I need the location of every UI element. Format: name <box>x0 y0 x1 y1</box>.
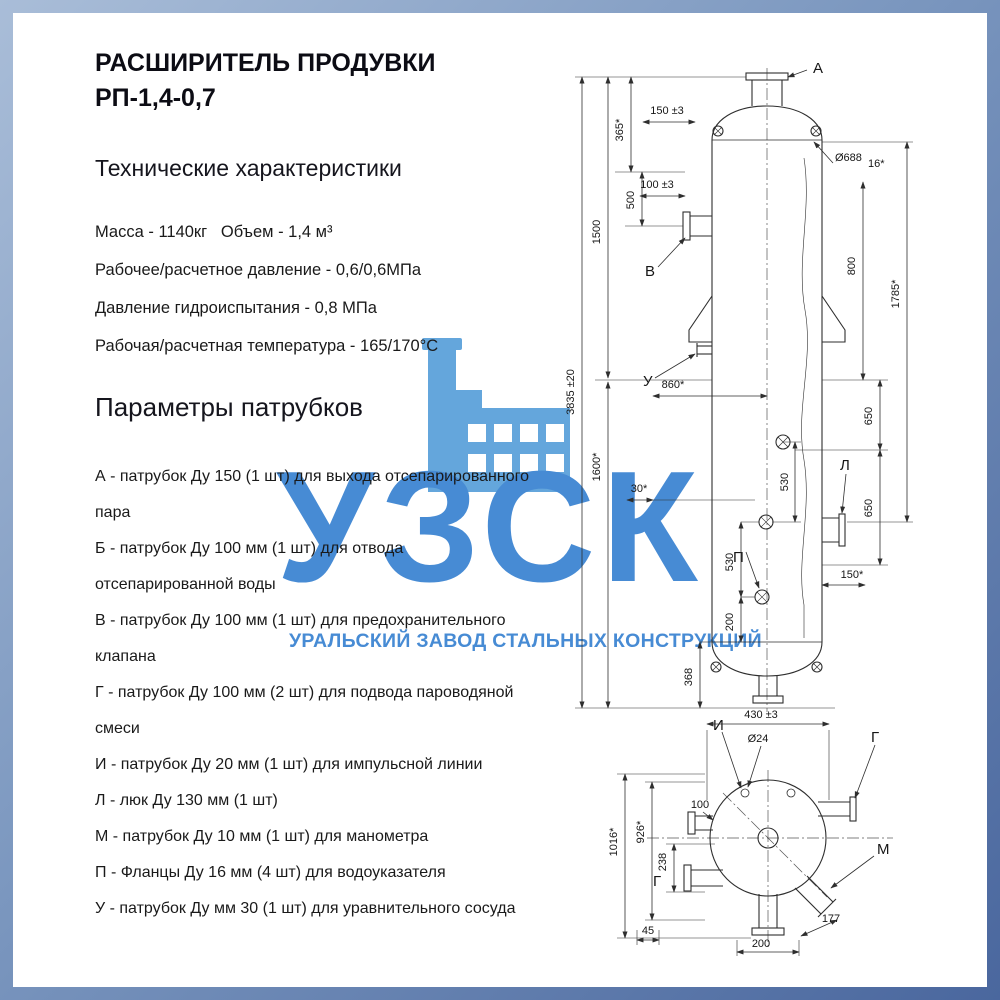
plan-dim-430: 430 ±3 <box>744 709 778 721</box>
nozzle-item-L: Л - люк Ду 130 мм (1 шт) <box>95 792 278 809</box>
nozzle-heading: Параметры патрубков <box>95 392 363 422</box>
dim-650-top: 650 <box>863 407 875 425</box>
manhole-L <box>822 513 846 547</box>
dim-1500: 1500 <box>591 220 603 244</box>
base-bolt-right <box>811 661 823 673</box>
support-lug-right <box>821 295 846 343</box>
plan-dim-926: 926* <box>635 820 647 843</box>
front-label-V: В <box>645 263 655 280</box>
tech-specs: Масса - 1140кг Объем - 1,4 м³ Рабочее/ра… <box>95 222 438 374</box>
base-bolt-left <box>710 661 722 673</box>
plan-nozzle-left-upper <box>687 811 713 835</box>
plan-label-M: М <box>877 841 890 858</box>
dim-860: 860* <box>662 379 685 391</box>
dim-650-bottom: 650 <box>863 499 875 517</box>
bottom-nozzle <box>752 676 784 704</box>
plan-dim-100: 100 <box>691 799 709 811</box>
gauge-flanges-P <box>754 434 791 605</box>
nozzle-list: А - патрубок Ду 150 (1 шт) для выхода от… <box>95 459 535 927</box>
plan-centerline-diag <box>722 792 828 898</box>
dim-200: 200 <box>724 613 736 631</box>
dim-30: 30* <box>631 483 648 495</box>
plan-extension-lines <box>617 730 830 956</box>
nozzle-item-I: И - патрубок Ду 20 мм (1 шт) для импульс… <box>95 756 483 773</box>
plan-view: Г М Г <box>608 709 893 956</box>
plan-nozzle-G-left <box>683 864 723 892</box>
dim-3835: 3835 ±20 <box>565 369 577 415</box>
dim-100: 100 ±3 <box>640 179 674 191</box>
nozzle-item-G: Г - патрубок Ду 100 мм (2 шт) для подвод… <box>95 684 514 737</box>
impulse-hole <box>740 788 750 798</box>
plan-dim-1016: 1016* <box>608 827 620 856</box>
spec-temperature: Рабочая/расчетная температура - 165/170°… <box>95 337 439 355</box>
front-label-U: У <box>643 373 653 390</box>
dim-500: 500 <box>625 191 637 209</box>
rim-hole <box>786 788 796 798</box>
plan-dim-45: 45 <box>642 925 654 937</box>
nozzle-item-U: У - патрубок Ду мм 30 (1 шт) для уравнит… <box>95 900 516 917</box>
plan-label-G-left: Г <box>653 873 661 890</box>
plan-dim-238: 238 <box>657 853 669 871</box>
dim-16: 16* <box>868 158 885 170</box>
plan-nozzle-G-right <box>818 796 857 822</box>
front-label-A: А <box>813 60 823 77</box>
dim-368: 368 <box>683 668 695 686</box>
nozzle-U <box>696 343 712 357</box>
dim-800: 800 <box>846 257 858 275</box>
internal-pipe <box>801 157 808 638</box>
plan-label-I: И <box>713 717 724 734</box>
plan-dim-24: Ø24 <box>748 733 769 745</box>
front-view: А В У <box>565 60 913 712</box>
dim-1600: 1600* <box>591 452 603 481</box>
nozzle-item-V: В - патрубок Ду 100 мм (1 шт) для предох… <box>95 612 506 665</box>
front-label-P: П <box>733 549 744 566</box>
nozzle-item-M: М - патрубок Ду 10 мм (1 шт) для маномет… <box>95 828 429 845</box>
dim-365: 365* <box>614 118 626 141</box>
plan-nozzle-bottom <box>751 894 785 936</box>
lifting-lug-left <box>712 125 724 137</box>
doc-title-line1: РАСШИРИТЕЛЬ ПРОДУВКИ <box>95 49 436 77</box>
tech-heading: Технические характеристики <box>95 155 402 181</box>
front-label-L: Л <box>840 457 850 474</box>
spec-mass-volume: Масса - 1140кг Объем - 1,4 м³ <box>95 223 333 241</box>
plan-center-hole <box>757 827 779 849</box>
nozzle-item-A: А - патрубок Ду 150 (1 шт) для выхода от… <box>95 468 530 521</box>
plan-dim-200: 200 <box>752 938 770 950</box>
plan-nozzle-M <box>794 875 837 918</box>
plan-dim-177: 177 <box>822 913 840 925</box>
technical-drawing: А В У <box>565 60 913 956</box>
nozzle-V <box>682 211 712 241</box>
doc-title-line2: РП-1,4-0,7 <box>95 83 216 112</box>
dim-530-right: 530 <box>779 473 791 491</box>
spec-pressure: Рабочее/расчетное давление - 0,6/0,6МПа <box>95 261 422 279</box>
support-lug-left <box>688 295 713 343</box>
front-dimension-lines <box>579 76 910 709</box>
nozzle-item-B: Б - патрубок Ду 100 мм (1 шт) для отвода… <box>95 540 404 593</box>
dim-150-top: 150 ±3 <box>650 105 684 117</box>
doc-title: РАСШИРИТЕЛЬ ПРОДУВКИ РП-1,4-0,7 <box>95 46 435 115</box>
dim-150-side: 150* <box>841 569 864 581</box>
plan-dimension-lines <box>622 721 838 955</box>
dim-688: Ø688 <box>835 152 862 164</box>
dim-1785: 1785* <box>890 279 902 308</box>
lifting-lug-right <box>810 125 822 137</box>
plan-label-G-top: Г <box>871 729 879 746</box>
front-extension-lines <box>575 76 913 709</box>
dim-530-left: 530 <box>724 553 736 571</box>
nozzle-item-P: П - Фланцы Ду 16 мм (4 шт) для водоуказа… <box>95 864 446 881</box>
vessel-plan-outline <box>709 779 827 897</box>
spec-hydrotest: Давление гидроиспытания - 0,8 МПа <box>95 299 377 317</box>
